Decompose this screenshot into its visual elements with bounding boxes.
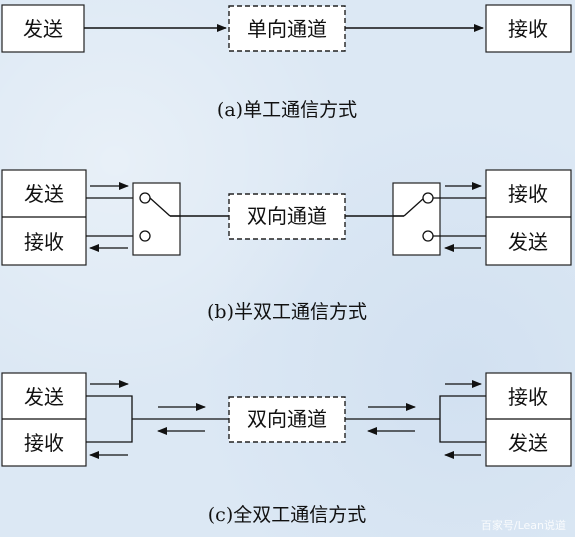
panel-full-duplex: 发送 接收 双向通道 接收 发送 (c)全双工通信方式 <box>1 372 572 526</box>
right-switch-lever <box>403 197 425 217</box>
caption-b: (b)半双工通信方式 <box>207 301 367 323</box>
left-switch-contact-top <box>139 192 151 204</box>
right-send-label-c: 发送 <box>508 431 548 455</box>
channel-label: 单向通道 <box>247 17 327 41</box>
left-switch-box <box>132 182 181 256</box>
left-send-label-c: 发送 <box>24 385 64 409</box>
receive-label: 接收 <box>508 17 548 41</box>
one-way-channel-box <box>228 5 346 52</box>
right-switch-box <box>392 182 441 256</box>
right-bracket <box>439 395 486 443</box>
caption-a: (a)单工通信方式 <box>217 99 357 121</box>
left-receive-label-c: 接收 <box>24 431 64 455</box>
caption-c: (c)全双工通信方式 <box>208 504 366 526</box>
two-way-channel-box-c <box>228 396 346 443</box>
channel-label-c: 双向通道 <box>247 407 327 431</box>
left-receive-label: 接收 <box>24 230 64 254</box>
left-switch-contact-bottom <box>139 230 151 242</box>
panel-half-duplex: 发送 接收 双向通道 接收 发送 (b)半双工通信方式 <box>1 169 572 323</box>
right-receive-label: 接收 <box>508 182 548 206</box>
channel-label-b: 双向通道 <box>247 204 327 228</box>
left-switch-lever <box>149 197 171 217</box>
right-send-label: 发送 <box>508 230 548 254</box>
send-box <box>1 4 85 53</box>
watermark: 百家号/Lean说道 <box>481 518 566 532</box>
send-label: 发送 <box>23 17 63 41</box>
left-send-label: 发送 <box>24 182 64 206</box>
right-switch-contact-top <box>422 192 434 204</box>
right-receive-label-c: 接收 <box>508 385 548 409</box>
right-switch-contact-bottom <box>422 230 434 242</box>
left-bracket <box>86 395 133 443</box>
two-way-channel-box <box>228 193 346 240</box>
panel-simplex: 发送 单向通道 接收 (a)单工通信方式 <box>1 4 572 121</box>
receive-box <box>485 4 572 53</box>
